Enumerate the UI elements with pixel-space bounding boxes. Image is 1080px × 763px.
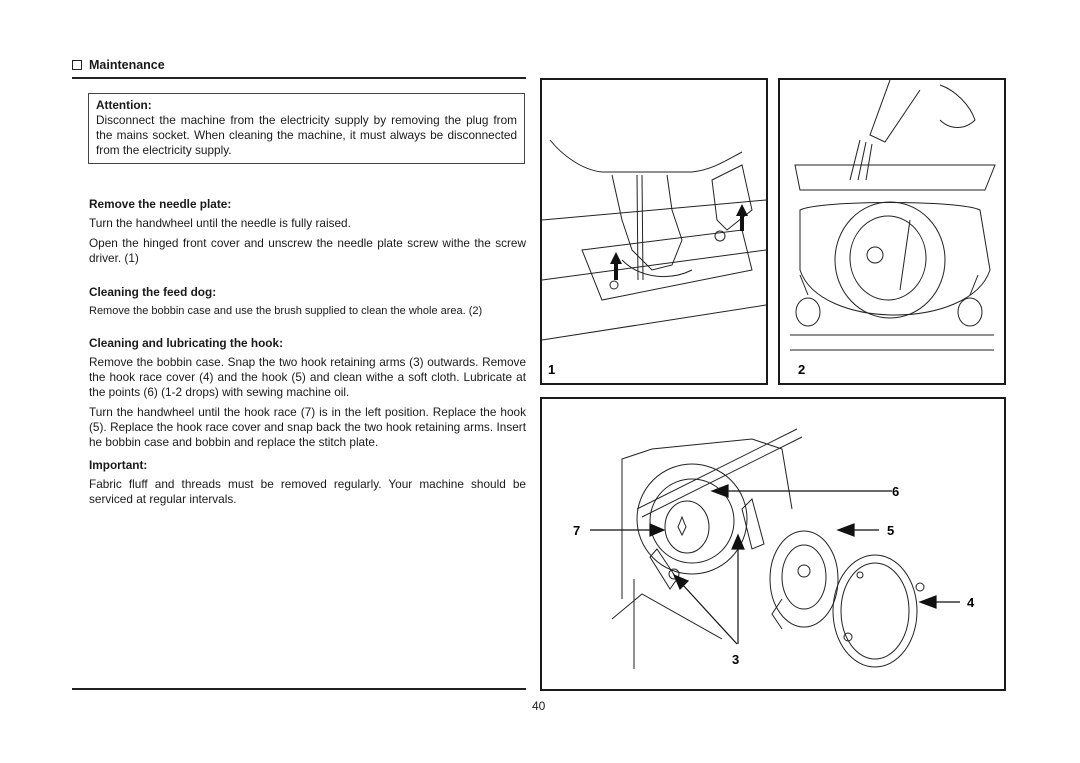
attention-title: Attention: bbox=[96, 98, 152, 112]
callout-5: 5 bbox=[887, 523, 894, 538]
needle-plate-section: Remove the needle plate: Turn the handwh… bbox=[89, 197, 526, 271]
checkbox-icon bbox=[72, 60, 82, 70]
callout-3: 3 bbox=[732, 652, 739, 667]
important-p1: Fabric fluff and threads must be removed… bbox=[89, 477, 526, 506]
page-number: 40 bbox=[532, 699, 546, 713]
needle-plate-heading: Remove the needle plate: bbox=[89, 197, 232, 211]
callout-7: 7 bbox=[573, 523, 580, 538]
feed-dog-heading: Cleaning the feed dog: bbox=[89, 285, 217, 299]
feed-dog-section: Cleaning the feed dog: Remove the bobbin… bbox=[89, 285, 526, 324]
needle-plate-p2: Open the hinged front cover and unscrew … bbox=[89, 236, 526, 265]
feed-dog-illustration: 2 bbox=[790, 80, 996, 377]
hook-p1: Remove the bobbin case. Snap the two hoo… bbox=[89, 355, 526, 399]
attention-box: Attention: Disconnect the machine from t… bbox=[88, 93, 525, 164]
feed-dog-p1: Remove the bobbin case and use the brush… bbox=[89, 305, 483, 317]
attention-body: Disconnect the machine from the electric… bbox=[96, 113, 517, 157]
hook-heading: Cleaning and lubricating the hook: bbox=[89, 336, 283, 350]
important-heading: Important: bbox=[89, 458, 148, 472]
top-rule bbox=[72, 77, 526, 79]
figure-2-feed-dog: 2 bbox=[778, 78, 1006, 385]
hook-assembly-illustration: 6 7 5 4 3 bbox=[573, 428, 975, 669]
important-section: Important: Fabric fluff and threads must… bbox=[89, 458, 526, 512]
hook-section: Cleaning and lubricating the hook: Remov… bbox=[89, 336, 526, 455]
needle-plate-p1: Turn the handwheel until the needle is f… bbox=[89, 216, 351, 230]
bottom-rule bbox=[72, 688, 526, 690]
section-title: Maintenance bbox=[89, 58, 165, 72]
callout-4: 4 bbox=[967, 595, 975, 610]
callout-6: 6 bbox=[892, 484, 899, 499]
figure-1-label: 1 bbox=[548, 362, 555, 377]
figure-2-label: 2 bbox=[798, 362, 805, 377]
section-heading: Maintenance bbox=[72, 58, 165, 72]
figure-1-needle-plate: 1 bbox=[540, 78, 768, 385]
figure-3-hook-assembly: 6 7 5 4 3 bbox=[540, 397, 1006, 691]
needle-plate-illustration: 1 bbox=[542, 139, 766, 377]
hook-p2: Turn the handwheel until the hook race (… bbox=[89, 405, 526, 449]
